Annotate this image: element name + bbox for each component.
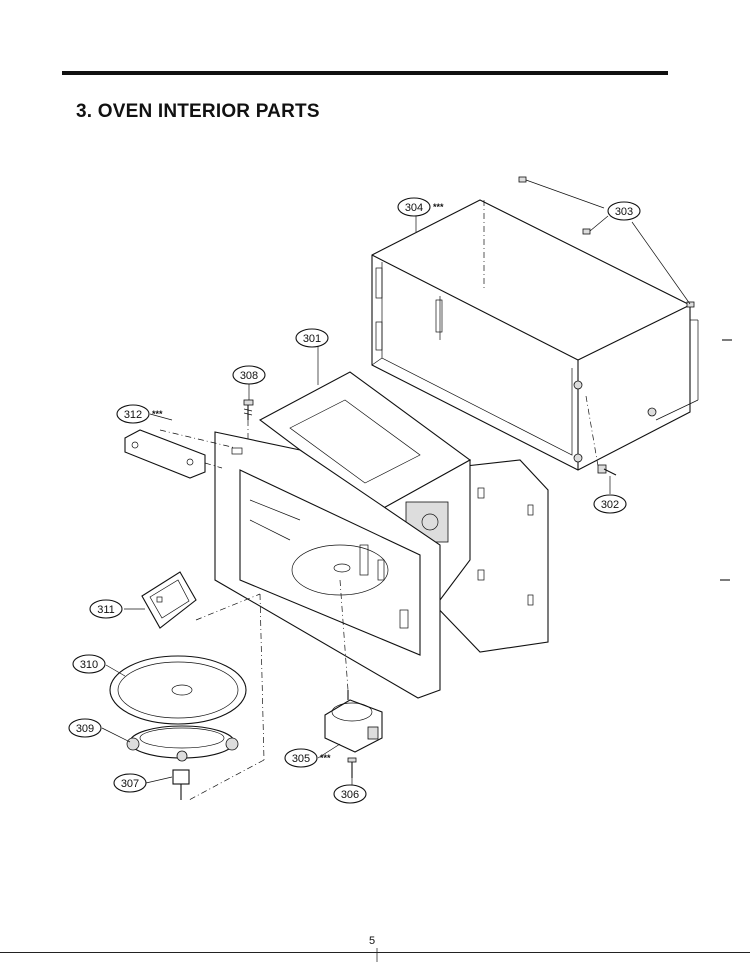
screw-306-drawing	[347, 757, 357, 778]
page-title: 3. OVEN INTERIOR PARTS	[76, 101, 320, 122]
svg-text:307: 307	[121, 778, 139, 790]
svg-text:303: 303	[615, 206, 633, 218]
svg-text:***: ***	[320, 753, 331, 763]
svg-text:311: 311	[97, 604, 115, 616]
bracket-312-drawing	[124, 429, 206, 479]
roller-ring-309-drawing	[126, 725, 239, 762]
motor-305-drawing	[324, 690, 383, 753]
part-label-311: 311	[89, 599, 123, 619]
svg-text:309: 309	[76, 723, 94, 735]
part-label-302: 302	[593, 494, 627, 514]
coupler-307-drawing	[172, 769, 190, 800]
part-label-310: 310	[72, 654, 106, 674]
leader-lines	[101, 179, 691, 801]
screws-303-drawing	[518, 176, 695, 308]
part-label-304: 304 ***	[397, 197, 444, 217]
part-label-312: 312 ***	[116, 404, 163, 424]
footer-rule	[0, 952, 750, 953]
part-label-308: 308	[232, 365, 266, 385]
part-label-306: 306	[333, 784, 367, 804]
svg-text:305: 305	[292, 753, 310, 765]
svg-text:***: ***	[433, 202, 444, 212]
svg-text:306: 306	[341, 789, 359, 801]
svg-text:302: 302	[601, 499, 619, 511]
part-label-303: 303	[607, 201, 641, 221]
screw-302-drawing	[597, 464, 617, 476]
svg-text:301: 301	[303, 333, 321, 345]
svg-text:310: 310	[80, 659, 98, 671]
header-rule	[62, 71, 668, 75]
glass-tray-310-drawing	[109, 655, 247, 725]
part-label-305: 305 ***	[284, 748, 331, 768]
part-label-307: 307	[113, 773, 147, 793]
svg-text:304: 304	[405, 202, 423, 214]
screw-308-drawing	[243, 399, 254, 420]
part-label-301: 301	[295, 328, 329, 348]
oven-cavity-drawing	[214, 371, 549, 699]
svg-text:312: 312	[124, 409, 142, 421]
cover-311-drawing	[141, 571, 197, 629]
svg-text:***: ***	[152, 409, 163, 419]
part-label-309: 309	[68, 718, 102, 738]
outer-case-drawing	[371, 199, 699, 471]
svg-text:308: 308	[240, 370, 258, 382]
footer-mark: 5	[369, 935, 375, 947]
